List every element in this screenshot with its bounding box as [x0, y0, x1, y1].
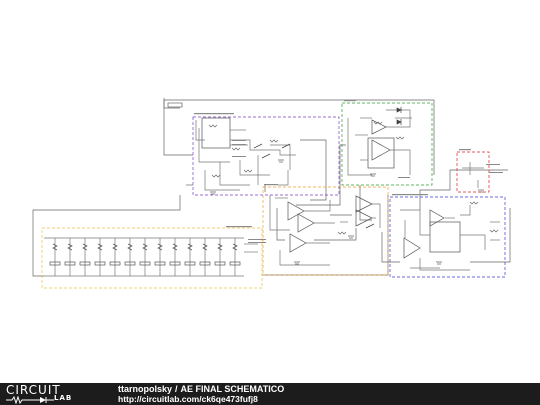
ladder-components [49, 243, 241, 266]
purple-box-wiring [195, 120, 296, 191]
logo-waveform-icon [6, 396, 54, 404]
green-box-wiring [347, 109, 412, 176]
circuit-name[interactable]: AE FINAL SCHEMATICO [180, 384, 285, 394]
title-separator: / [175, 384, 178, 394]
circuitlab-logo-icon[interactable]: CIRCUIT LAB [6, 384, 96, 404]
ic-chip-purple [201, 117, 231, 149]
label-marks [194, 100, 503, 243]
schematic-canvas [32, 98, 511, 289]
logo-text-bottom: LAB [54, 394, 73, 402]
author-link[interactable]: ttarnopolsky [118, 384, 173, 394]
green-subcircuit-box [341, 102, 433, 186]
ground-icon [210, 159, 484, 265]
resistor-ladder [44, 237, 258, 277]
orange-subcircuit-box [262, 186, 389, 276]
orange-box-wiring [269, 195, 381, 266]
yellow-subcircuit-box [41, 227, 263, 289]
red-subcircuit-box [456, 151, 490, 193]
switch-icon [253, 143, 375, 229]
ic-chip-blue [429, 221, 461, 253]
main-wires [32, 98, 511, 277]
ic-chip-green [367, 137, 395, 169]
label-box-topleft [167, 102, 183, 108]
circuit-url[interactable]: http://circuitlab.com/ck6qe473fufj8 [118, 394, 258, 404]
logo-text-top: CIRCUIT [6, 383, 61, 397]
red-box-wiring [462, 162, 484, 188]
diode-icon [396, 107, 402, 125]
footer-bar: CIRCUIT LAB ttarnopolsky/AE FINAL SCHEMA… [0, 383, 540, 405]
resistor-icon [208, 121, 499, 235]
purple-subcircuit-box [192, 116, 340, 196]
opamp-icon [287, 119, 445, 259]
blue-subcircuit-box [389, 196, 506, 278]
circuit-title: ttarnopolsky/AE FINAL SCHEMATICO [118, 384, 284, 395]
blue-box-wiring [400, 205, 500, 271]
